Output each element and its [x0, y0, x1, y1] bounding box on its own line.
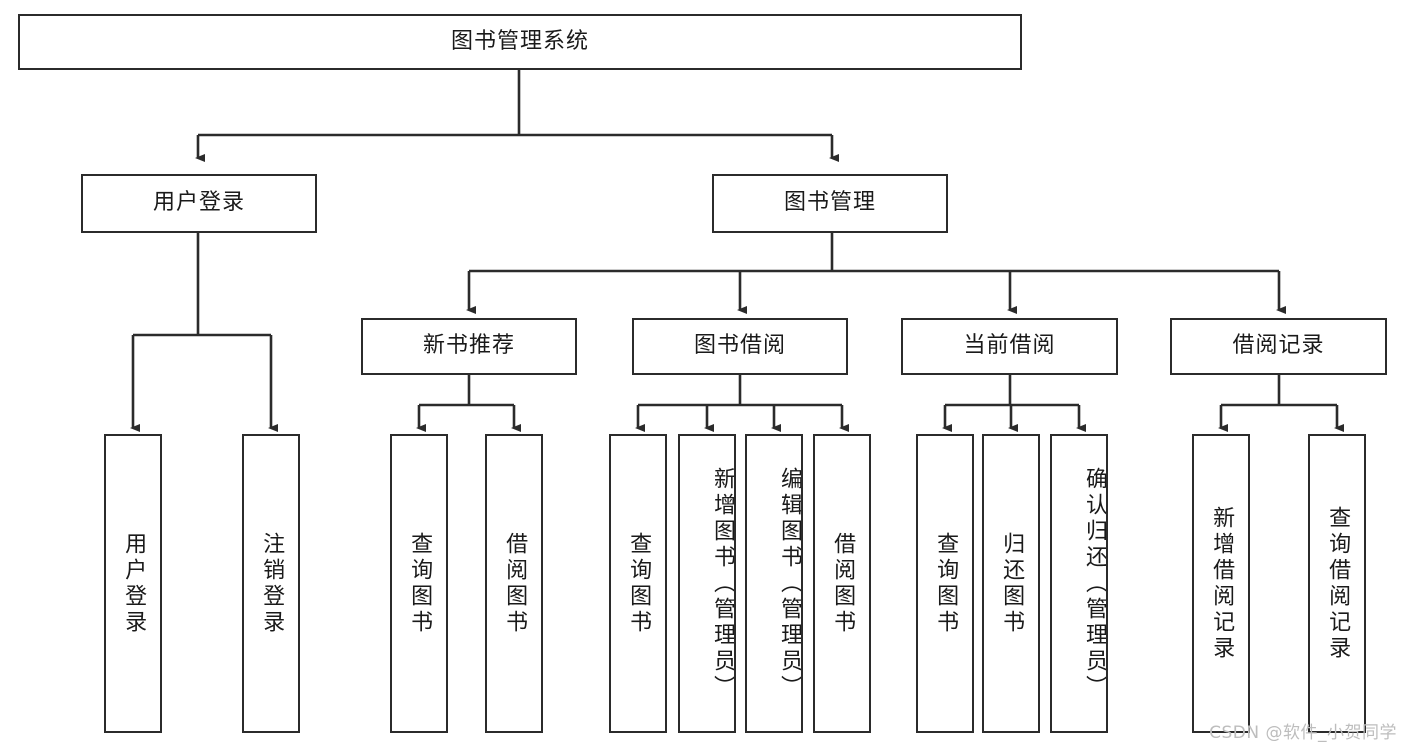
- leaf-query-record[interactable]: 查询借阅记录: [1308, 434, 1366, 733]
- node-root-label: 图书管理系统: [450, 28, 589, 54]
- node-borrow-record-label: 借阅记录: [1232, 333, 1325, 359]
- node-borrow-record[interactable]: 借阅记录: [1170, 318, 1387, 375]
- leaf-borrow-book-1[interactable]: 借阅图书: [485, 434, 543, 733]
- leaf-borrow-book-2-label: 借阅图书: [830, 531, 856, 636]
- node-current-borrow[interactable]: 当前借阅: [901, 318, 1118, 375]
- leaf-logout[interactable]: 注销登录: [242, 434, 300, 733]
- leaf-query-record-label: 查询借阅记录: [1325, 505, 1351, 662]
- leaf-edit-book[interactable]: 编辑图书（管理员）: [745, 434, 803, 733]
- node-new-book-rec[interactable]: 新书推荐: [361, 318, 577, 375]
- leaf-add-record-label: 新增借阅记录: [1209, 505, 1235, 662]
- leaf-query-book-3-label: 查询图书: [933, 531, 959, 636]
- leaf-query-book-2[interactable]: 查询图书: [609, 434, 667, 733]
- leaf-add-record[interactable]: 新增借阅记录: [1192, 434, 1250, 733]
- leaf-query-book-1-label: 查询图书: [407, 531, 433, 636]
- leaf-user-login[interactable]: 用户登录: [104, 434, 162, 733]
- node-book-borrow-label: 图书借阅: [693, 333, 786, 359]
- node-user-login-label: 用户登录: [152, 190, 245, 216]
- leaf-query-book-2-label: 查询图书: [626, 531, 652, 636]
- leaf-add-book-label: 新增图书（管理员）: [710, 466, 735, 701]
- csdn-watermark: CSDN @软件_小贺同学: [1209, 723, 1397, 743]
- leaf-return-book-label: 归还图书: [999, 531, 1025, 636]
- node-book-manage-label: 图书管理: [783, 190, 876, 216]
- node-user-login[interactable]: 用户登录: [81, 174, 317, 233]
- leaf-confirm-return[interactable]: 确认归还（管理员）: [1050, 434, 1108, 733]
- node-root[interactable]: 图书管理系统: [18, 14, 1022, 70]
- leaf-return-book[interactable]: 归还图书: [982, 434, 1040, 733]
- leaf-edit-book-label: 编辑图书（管理员）: [777, 466, 802, 701]
- leaf-add-book[interactable]: 新增图书（管理员）: [678, 434, 736, 733]
- leaf-borrow-book-2[interactable]: 借阅图书: [813, 434, 871, 733]
- node-book-borrow[interactable]: 图书借阅: [632, 318, 848, 375]
- node-book-manage[interactable]: 图书管理: [712, 174, 948, 233]
- leaf-user-login-label: 用户登录: [121, 531, 147, 636]
- leaf-query-book-1[interactable]: 查询图书: [390, 434, 448, 733]
- node-new-book-rec-label: 新书推荐: [422, 333, 515, 359]
- leaf-logout-label: 注销登录: [259, 531, 285, 636]
- node-current-borrow-label: 当前借阅: [963, 333, 1056, 359]
- leaf-query-book-3[interactable]: 查询图书: [916, 434, 974, 733]
- leaf-borrow-book-1-label: 借阅图书: [502, 531, 528, 636]
- leaf-confirm-return-label: 确认归还（管理员）: [1082, 466, 1107, 701]
